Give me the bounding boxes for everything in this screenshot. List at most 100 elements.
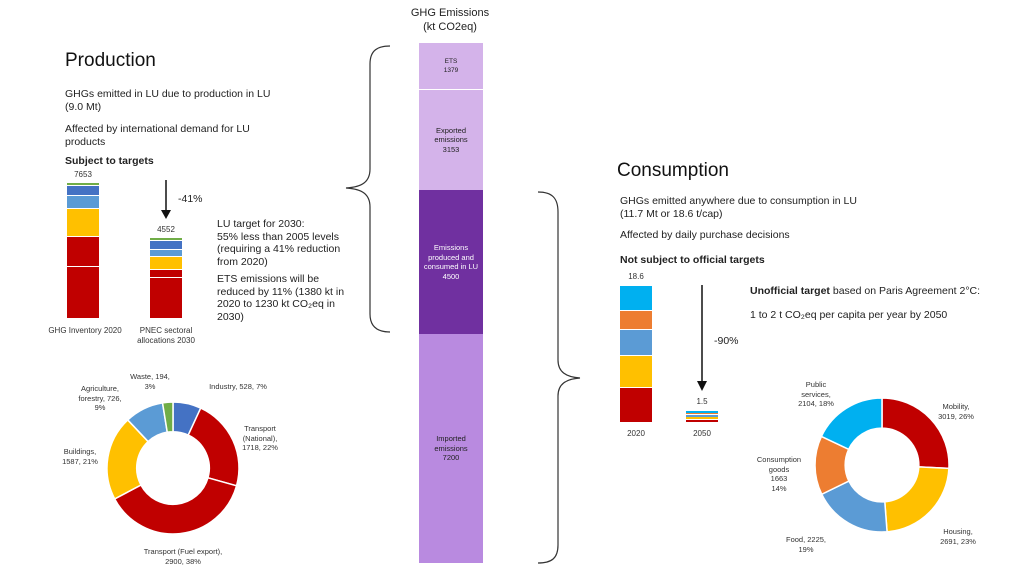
production-title: Production: [65, 50, 156, 71]
label-buildings: Buildings, 1587, 21%: [50, 447, 110, 466]
exported-label: Exported emissions: [434, 125, 468, 145]
label-transport-fuel-1: Transport (Fuel export),: [143, 547, 223, 556]
prod-bar2-total: 4552: [157, 225, 175, 234]
imported-value: 7200: [442, 453, 460, 463]
bar-segment: [620, 329, 652, 356]
bar-segment: [686, 412, 718, 415]
label-agriculture-1: Agriculture,: [81, 384, 119, 393]
bar-segment: [67, 266, 99, 318]
ets-line3: 2020 to 1230 kt CO₂eq in: [217, 298, 335, 310]
cons-bar1-label: 2020: [627, 429, 645, 438]
consumption-purchase-note: Affected by daily purchase decisions: [620, 229, 790, 241]
label-food-1: Food, 2225,: [785, 535, 827, 544]
production-subject: Subject to targets: [65, 155, 154, 167]
bar-segment: [150, 237, 182, 240]
prod-bar2: [150, 237, 182, 318]
bar-segment: [686, 410, 718, 413]
prod-bar2-label2: allocations 2030: [137, 336, 195, 345]
label-goods-2: goods: [768, 464, 790, 474]
label-housing-1: Housing,: [943, 527, 973, 536]
bar-segment: [150, 277, 182, 318]
production-demand-note: Affected by international demand for LU …: [65, 123, 250, 148]
cons-bar2-total: 1.5: [696, 397, 708, 406]
cons-bar2-label: 2050: [693, 429, 711, 438]
label-waste: Waste, 194, 3%: [122, 372, 178, 391]
domestic-segment: Emissions produced and consumed in LU 45…: [419, 190, 483, 334]
prod-bar2-label1: PNEC sectoral: [139, 326, 193, 335]
label-transport-fuel-2: 2900, 38%: [165, 556, 201, 566]
label-housing: Housing, 2691, 23%: [930, 527, 986, 546]
lu-target-text: LU target for 2030: 55% less than 2005 l…: [217, 218, 340, 268]
consumption-title: Consumption: [617, 160, 729, 181]
bar-segment: [686, 416, 718, 420]
label-goods-1: Consumption: [756, 455, 802, 464]
label-mobility-2: 3019, 26%: [938, 411, 974, 421]
label-agriculture: Agriculture, forestry, 726, 9%: [70, 384, 130, 413]
donut-slice: [113, 476, 238, 535]
production-line2: (9.0 Mt): [65, 100, 102, 113]
cons-bar1-total: 18.6: [628, 272, 644, 281]
label-transport-national-3: 1718, 22%: [242, 443, 278, 452]
cons-bar1: [620, 285, 652, 422]
center-title: GHG Emissions (kt CO2eq): [390, 6, 510, 34]
consumption-description: GHGs emitted anywhere due to consumption…: [620, 195, 857, 220]
bar-segment: [620, 355, 652, 387]
prod-bar1-label: GHG Inventory 2020: [48, 326, 122, 335]
prod-reduction: -41%: [178, 193, 203, 205]
label-buildings-1: Buildings,: [63, 447, 97, 456]
label-public-services: Public services, 2104, 18%: [785, 380, 847, 409]
bar-segment: [67, 194, 99, 208]
ets-value: 1379: [443, 67, 459, 74]
consumption-donut-chart: [814, 397, 950, 533]
consumption-subject: Not subject to official targets: [620, 254, 765, 266]
production-line3: Affected by international demand for LU: [65, 123, 250, 135]
imported-segment: Imported emissions 7200: [419, 334, 483, 563]
prod-arrow: [161, 180, 171, 219]
unofficial-bold: Unofficial target: [750, 285, 830, 297]
cons-reduction: -90%: [714, 335, 739, 347]
label-goods-3: 1663: [770, 474, 788, 483]
bar-segment: [620, 386, 652, 422]
bar-segment: [67, 185, 99, 195]
production-line4: products: [65, 135, 106, 148]
center-title-line2: (kt CO2eq): [423, 21, 477, 33]
emissions-column: ETS 1379 Exported emissions 3153 Emissio…: [419, 43, 483, 563]
imported-label: Imported emissions: [434, 434, 468, 453]
cons-arrow: [697, 285, 707, 391]
target-line2: 55% less than 2005 levels: [217, 230, 339, 243]
bar-segment: [686, 418, 718, 423]
target-line3: (requiring a 41% reduction: [217, 243, 341, 255]
bar-segment: [150, 248, 182, 256]
consumption-line2: (11.7 Mt or 18.6 t/cap): [620, 207, 723, 220]
label-waste-2: 3%: [144, 381, 156, 391]
domestic-value: 4500: [442, 271, 460, 281]
donut-slice: [883, 466, 950, 533]
label-goods-4: 14%: [771, 483, 787, 493]
label-food: Food, 2225, 19%: [778, 535, 834, 554]
ets-reduction-text: ETS emissions will be reduced by 11% (13…: [217, 273, 344, 323]
label-agriculture-3: 9%: [94, 403, 106, 412]
label-consumption-goods: Consumption goods 1663 14%: [748, 455, 810, 493]
label-public-3: 2104, 18%: [798, 399, 834, 408]
target-line1: LU target for 2030:: [217, 218, 305, 230]
label-mobility-1: Mobility,: [942, 402, 970, 411]
center-title-line1: GHG Emissions: [410, 7, 490, 19]
label-transport-national: Transport (National), 1718, 22%: [230, 424, 290, 453]
exported-value: 3153: [442, 144, 460, 154]
ets-line1: ETS emissions will be: [217, 273, 320, 285]
label-food-2: 19%: [798, 544, 814, 554]
prod-bar1-total: 7653: [74, 170, 92, 179]
consumption-line1: GHGs emitted anywhere due to consumption…: [620, 195, 857, 207]
label-waste-1: Waste, 194,: [130, 372, 170, 381]
bar-segment: [67, 235, 99, 267]
label-housing-2: 2691, 23%: [940, 536, 976, 546]
production-donut-chart: [106, 401, 240, 535]
bar-segment: [686, 413, 718, 417]
label-industry: Industry, 528, 7%: [209, 382, 267, 391]
production-line1: GHGs emitted in LU due to production in …: [65, 88, 271, 100]
label-transport-national-2: (National),: [242, 433, 278, 443]
ets-line4: 2030): [217, 310, 244, 323]
production-brace: [345, 45, 391, 333]
bar-segment: [150, 268, 182, 278]
label-buildings-2: 1587, 21%: [62, 456, 98, 466]
